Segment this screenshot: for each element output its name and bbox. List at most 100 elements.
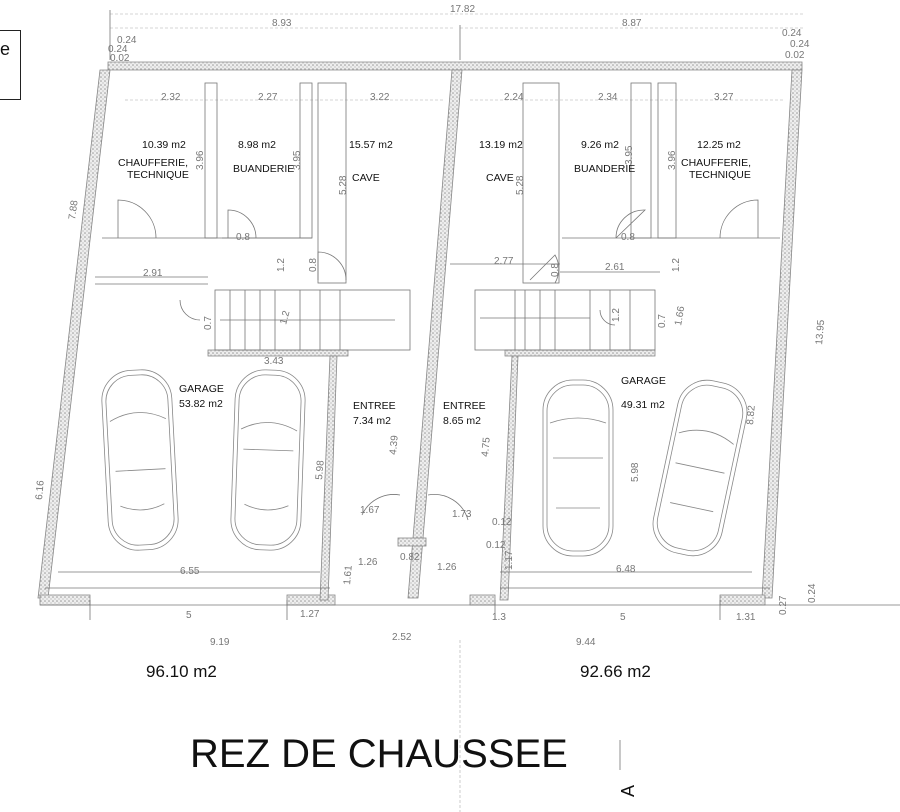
- door-swings: [117, 199, 759, 521]
- dim-label: 0.82: [400, 552, 420, 563]
- dim-label: 2.91: [143, 268, 163, 279]
- dim-label: 1.73: [452, 509, 472, 520]
- dimension-labels: 17.82 8.93 8.87 2.32 2.27 3.22 2.24 2.34…: [34, 4, 827, 648]
- dim-label: 5: [620, 612, 626, 623]
- dim-label: 0.24: [790, 39, 810, 50]
- dim-label: 3.22: [370, 92, 390, 103]
- room-name: CAVE: [352, 172, 380, 184]
- legend-box: e: [0, 30, 21, 100]
- dim-label: 3.43: [264, 356, 284, 367]
- staircase-left: [214, 289, 411, 351]
- dim-label: 1.27: [300, 609, 320, 620]
- party-wall: [407, 69, 463, 599]
- room-name: ENTREE: [443, 400, 486, 412]
- dim-label: 1.66: [673, 305, 687, 327]
- dim-label: 1.2: [611, 308, 622, 322]
- dim-label: 1.61: [342, 564, 355, 585]
- dim-label: 3.96: [195, 150, 206, 170]
- dim-label: 0.8: [308, 258, 319, 272]
- dim-label: 3.95: [292, 150, 303, 170]
- room-name: GARAGE: [179, 383, 224, 395]
- dim-label: 8.93: [272, 18, 292, 29]
- dim-label: 0.7: [657, 314, 668, 328]
- dim-label: 9.44: [576, 637, 596, 648]
- dim-label: 2.32: [161, 92, 181, 103]
- staircase-right: [474, 289, 656, 351]
- dim-label: 5.98: [314, 459, 327, 480]
- dim-label: 5.28: [515, 175, 526, 195]
- drawing-title: REZ DE CHAUSSEE: [190, 732, 568, 776]
- dim-label: 7.88: [67, 199, 81, 220]
- section-marker: A: [618, 785, 638, 797]
- top-wall: [107, 61, 803, 71]
- room-name: ENTREE: [353, 400, 396, 412]
- room-name: BUANDERIE: [233, 163, 294, 175]
- dim-label: 6.16: [34, 479, 47, 500]
- dim-label: 2.77: [494, 256, 514, 267]
- dim-label: 1.26: [358, 557, 378, 568]
- dim-label: 0.8: [550, 263, 561, 277]
- dim-label: 1.67: [360, 505, 380, 516]
- car-4: [652, 379, 748, 557]
- room-area: 49.31 m2: [621, 399, 665, 411]
- room-area: 9.26 m2: [581, 139, 619, 151]
- dim-label: 1.3: [492, 612, 506, 623]
- car-2: [230, 369, 306, 551]
- dim-label: 0.12: [492, 517, 512, 528]
- car-3: [542, 379, 614, 557]
- dim-label: 0.02: [110, 53, 130, 64]
- dim-label: 4.39: [388, 434, 401, 455]
- room-name: CHAUFFERIE,: [681, 157, 751, 169]
- dim-label: 0.8: [621, 232, 635, 243]
- room-area: 8.65 m2: [443, 415, 481, 427]
- dim-label: 5.28: [338, 175, 349, 195]
- top-dimension-lines: [109, 10, 805, 101]
- left-exterior-wall: [37, 69, 111, 599]
- dim-label: 5.98: [630, 462, 641, 482]
- room-area: 53.82 m2: [179, 398, 223, 410]
- legend-fragment: e: [0, 39, 11, 59]
- room-name: CAVE: [486, 172, 514, 184]
- dim-label: 5: [186, 610, 192, 621]
- dim-label: 1.2: [278, 309, 292, 326]
- dim-label: 0.24: [807, 583, 818, 603]
- dim-label: 13.95: [814, 319, 827, 345]
- dim-label: 1.31: [736, 612, 756, 623]
- room-name: GARAGE: [621, 375, 666, 387]
- dim-label: 1.26: [437, 562, 457, 573]
- room-name: TECHNIQUE: [689, 169, 751, 181]
- dim-label: 9.19: [210, 637, 230, 648]
- dim-label: 2.27: [258, 92, 278, 103]
- room-area: 8.98 m2: [238, 139, 276, 151]
- dim-label: 8.82: [745, 404, 758, 425]
- room-area: 15.57 m2: [349, 139, 393, 151]
- room-name: CHAUFFERIE,: [118, 157, 188, 169]
- dim-label: 6.55: [180, 566, 200, 577]
- dim-label: 0.8: [236, 232, 250, 243]
- dim-label: 4.75: [480, 436, 493, 457]
- dim-label: 6.48: [616, 564, 636, 575]
- dim-label: 1.2: [276, 258, 287, 272]
- dim-label: 0.24: [782, 28, 802, 39]
- room-area: 12.25 m2: [697, 139, 741, 151]
- dim-label: 8.87: [622, 18, 642, 29]
- dim-label: 2.52: [392, 632, 412, 643]
- right-exterior-wall: [761, 69, 803, 599]
- car-1: [101, 369, 179, 551]
- dim-label: 2.34: [598, 92, 618, 103]
- dim-label: 1.17: [504, 550, 515, 570]
- dim-label: 0.7: [203, 316, 214, 330]
- dim-label: 0.02: [785, 50, 805, 61]
- dim-label: 0.24: [108, 44, 128, 55]
- room-name: TECHNIQUE: [127, 169, 189, 181]
- dim-label: 0.12: [486, 540, 506, 551]
- room-area: 10.39 m2: [142, 139, 186, 151]
- dim-label: 2.24: [504, 92, 524, 103]
- room-name: BUANDERIE: [574, 163, 635, 175]
- rooms-right: 13.19 m2 CAVE 9.26 m2 BUANDERIE 12.25 m2…: [443, 139, 751, 427]
- dim-label: 3.27: [714, 92, 734, 103]
- dim-label: 3.95: [624, 145, 635, 165]
- dim-label: 0.24: [117, 35, 137, 46]
- room-area: 7.34 m2: [353, 415, 391, 427]
